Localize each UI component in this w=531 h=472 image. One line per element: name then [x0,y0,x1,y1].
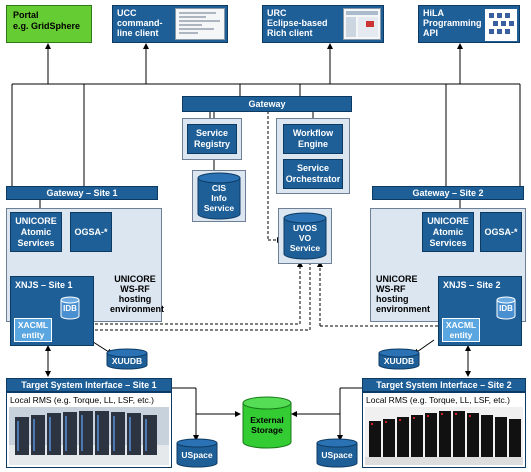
gateway-site-2: Gateway – Site 2 [372,186,524,200]
site2-atomic-services: UNICORE Atomic Services [422,212,474,252]
hila-logo-icon [485,9,517,41]
site1-atomic-services: UNICORE Atomic Services [10,212,62,252]
site1-rms-label: Local RMS (e.g. Torque, LL, LSF, etc.) [10,395,154,405]
site2-uspace-icon [316,438,358,468]
site1-rms-panel: Local RMS (e.g. Torque, LL, LSF, etc.) [6,392,172,468]
site1-ogsa: OGSA-* [70,212,112,252]
site2-xacml-entity: XACML entity [442,318,480,342]
site2-tsi: Target System Interface – Site 2 [362,378,526,392]
external-storage-label: External Storage [250,415,284,435]
hila-client: HiLA Programming API [418,5,520,43]
workflow-engine: Workflow Engine [283,124,343,154]
site2-idb-icon [496,296,516,320]
cis-database-icon [197,172,241,220]
uvos-database-icon [283,212,327,260]
workflow-panel: Workflow Engine Service Orchestrator [276,118,350,194]
site1-cluster-image [9,407,169,465]
site1-xacml-entity: XACML entity [14,318,52,342]
site1-hosting-label: UNICORE WS-RF hosting environment [110,274,165,314]
site1-xuudb-label: XUUDB [111,355,143,366]
eclipse-window-icon [346,11,378,37]
site1-uspace-label: USpace [181,449,213,460]
site1-uspace-icon [176,438,218,468]
external-storage-icon [242,396,292,449]
ucc-screenshot-thumbnail [175,8,225,40]
urc-screenshot-thumbnail [343,8,381,40]
site1-xuudb-icon [106,348,148,370]
site2-hosting-label: UNICORE WS-RF hosting environment [376,274,431,314]
urc-client: URC Eclipse-based Rich client [262,5,384,43]
site2-xnjs-label: XNJS – Site 2 [443,280,501,290]
portal-client: Portal e.g. GridSphere [6,5,92,43]
site2-uspace-label: USpace [321,449,353,460]
service-orchestrator: Service Orchestrator [283,159,343,189]
terminal-icon [179,12,220,34]
site1-xnjs-label: XNJS – Site 1 [15,280,73,290]
site1-idb-icon [60,296,80,320]
site2-rms-panel: Local RMS (e.g. Torque, LL, LSF, etc.) [362,392,526,468]
site1-idb-label: IDB [63,303,77,313]
central-gateway: Gateway [182,96,352,112]
site2-xuudb-icon [378,348,420,370]
site2-xuudb-label: XUUDB [383,355,415,366]
hila-label: HiLA Programming API [423,8,482,38]
site2-cluster-image [365,407,523,465]
site1-tsi: Target System Interface – Site 1 [6,378,172,392]
uvos-label: UVOS VO Service [289,223,321,253]
ucc-label: UCC command- line client [117,8,163,38]
site2-idb-label: IDB [499,303,513,313]
ucc-client: UCC command- line client [112,5,228,43]
site2-rms-label: Local RMS (e.g. Torque, LL, LSF, etc.) [366,395,510,405]
service-registry-panel: Service Registry [182,118,242,160]
site2-ogsa: OGSA-* [480,212,522,252]
urc-label: URC Eclipse-based Rich client [267,8,328,38]
service-registry: Service Registry [187,124,237,154]
cis-label: CIS Info Service [203,183,235,213]
gateway-site-1: Gateway – Site 1 [6,186,158,200]
